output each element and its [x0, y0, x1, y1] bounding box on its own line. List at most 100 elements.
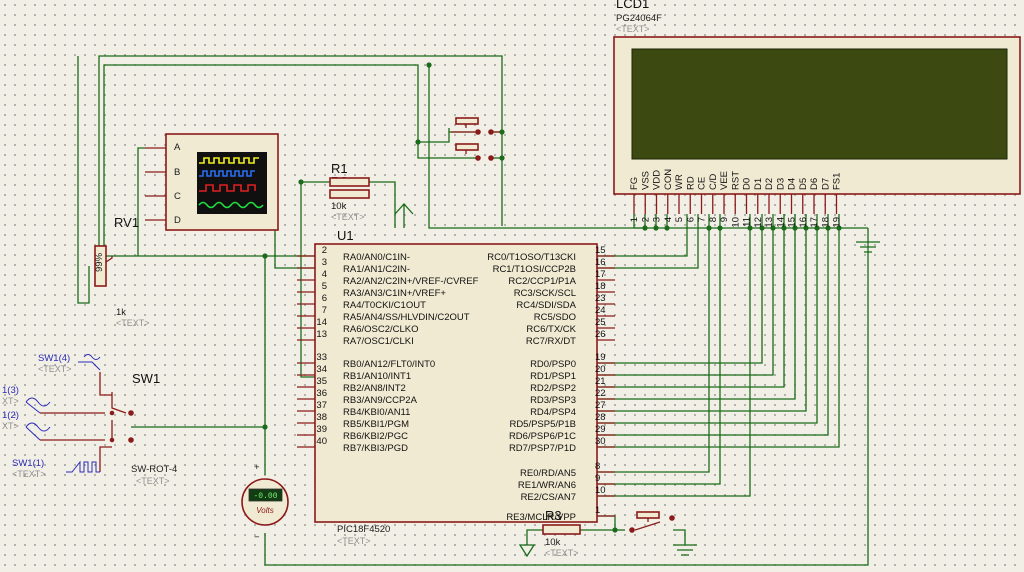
mcu-right-pin-label: RC5/SDO	[534, 312, 576, 323]
r2-value: 10k	[331, 201, 347, 212]
lcd-pin-number: 19	[832, 217, 843, 228]
mcu-right-pin-label: RD0/PSP0	[530, 359, 576, 370]
mcu-left-pin-number: 33	[316, 352, 327, 363]
lcd-pin-name: D0	[742, 178, 753, 190]
push-button-top[interactable]	[451, 117, 500, 135]
voltmeter-minus: −	[254, 532, 260, 543]
mcu-left-pin-label: RB1/AN10/INT1	[343, 371, 411, 382]
mcu-left-pin-label: RB7/KBI3/PGD	[343, 443, 408, 454]
mcu-left-pin-number: 6	[322, 293, 327, 304]
r1-body	[329, 177, 370, 187]
mcu-right-pin-number: 17	[595, 269, 606, 280]
sw1-component[interactable]: SW1 SW-ROT-4 <TEXT>	[40, 371, 177, 486]
scope-trace-d	[198, 201, 264, 209]
lcd-pin-number: 1	[629, 217, 640, 222]
mcu-right-pin-number: 29	[595, 424, 606, 435]
mcu-right-pin-label: RD1/PSP1	[530, 371, 576, 382]
mcu-left-pin-number: 7	[322, 305, 327, 316]
mcu-right-pin-number: 20	[595, 364, 606, 375]
lcd-pin-number: 18	[820, 217, 831, 228]
generator-placeholder-3: XT>	[2, 421, 19, 431]
ground-symbol-lcd	[856, 241, 880, 253]
generator-sw1-4[interactable]: SW1(4) <TEXT>	[38, 353, 101, 374]
mcu-right-pin-number: 19	[595, 352, 606, 363]
mcu-right-pin-number: 25	[595, 317, 606, 328]
voltmeter-component[interactable]: -0.00 Volts + −	[241, 462, 289, 543]
oscilloscope-component[interactable]: A B C D	[145, 133, 279, 231]
scope-trace-b	[199, 170, 255, 177]
lcd-model: PG24064F	[616, 13, 662, 24]
lcd-pin-name: WR	[674, 174, 685, 190]
lcd-pin-number: 16	[798, 217, 809, 228]
mcu-right-pin-label: RC1/T1OSI/CCP2B	[493, 264, 576, 275]
power-terminal-r2	[394, 203, 414, 228]
mcu-left-pin-number: 38	[316, 412, 327, 423]
rv1-component[interactable]: 99% RV1 1k <TEXT>	[94, 215, 150, 328]
push-button-middle[interactable]	[455, 143, 494, 161]
mcu-right-pin-number: 8	[595, 461, 600, 472]
scope-channel-d: D	[174, 215, 181, 226]
mcu-left-pin-number: 5	[322, 281, 327, 292]
mcu-left-pin-label: RA5/AN4/SS/HLVDIN/C2OUT	[343, 312, 470, 323]
lcd-pin-name: D6	[809, 178, 820, 190]
voltmeter-reading: -0.00	[253, 492, 277, 501]
generator-placeholder-1: <TEXT>	[38, 364, 72, 374]
mcu-text-placeholder: <TEXT>	[337, 536, 371, 546]
mcu-left-pin-label: RA7/OSC1/CLKI	[343, 336, 414, 347]
lcd-pin-name: RD	[685, 176, 696, 190]
mcu-right-pin-label: RE3/MCLR/VPP	[506, 512, 576, 523]
mcu-right-pin-label: RD5/PSP5/P1B	[509, 419, 576, 430]
mcu-left-pins: 2RA0/AN0/C1IN-3RA1/AN1/C2IN-4RA2/AN2/C2I…	[297, 245, 479, 454]
lcd-pin-number: 3	[652, 217, 663, 222]
generator-label-4: SW1(1)	[12, 458, 44, 469]
r3-text-placeholder: <TEXT>	[545, 548, 579, 558]
rv1-body	[94, 245, 107, 287]
lcd-pin-number: 10	[730, 217, 741, 228]
mcu-left-pin-label: RA1/AN1/C2IN-	[343, 264, 410, 275]
r3-component[interactable]: R3 10k <TEXT>	[542, 508, 581, 558]
mcu-left-pin-number: 40	[316, 436, 327, 447]
mcu-left-pin-label: RA2/AN2/C2IN+/VREF-/CVREF	[343, 276, 479, 287]
lcd-pin-number: 7	[697, 217, 708, 222]
generator-label-2: 1(3)	[2, 385, 19, 396]
mcu-right-pin-label: RC7/RX/DT	[526, 336, 576, 347]
sw1-text-placeholder: <TEXT>	[136, 476, 170, 486]
lcd-pin-number: 4	[663, 217, 674, 222]
mcu-left-pin-label: RB3/AN9/CCP2A	[343, 395, 418, 406]
mcu-right-pin-number: 10	[595, 485, 606, 496]
sw1-name: SW1	[132, 371, 160, 386]
mcu-right-pin-label: RC3/SCK/SCL	[514, 288, 576, 299]
mcu-left-pin-label: RB6/KBI2/PGC	[343, 431, 408, 442]
mcu-component[interactable]: U1 2RA0/AN0/C1IN-3RA1/AN1/C2IN-4RA2/AN2/…	[297, 228, 615, 546]
mcu-right-pin-number: 1	[595, 505, 600, 516]
r1-r2-component[interactable]: R1 R2 10k <TEXT>	[329, 161, 370, 222]
rv1-body-text: 99%	[94, 252, 105, 272]
mcu-right-pin-number: 23	[595, 293, 606, 304]
mcu-left-pin-label: RB0/AN12/FLT0/INT0	[343, 359, 435, 370]
mcu-right-pin-number: 26	[595, 329, 606, 340]
lcd-component[interactable]: LCD1 PG24064F <TEXT> FG1VSS2VDD3CON4WR5R…	[613, 0, 1021, 228]
mcu-name: U1	[337, 228, 354, 243]
lcd-pin-name: RST	[730, 171, 741, 190]
mcu-right-pin-label: RD6/PSP6/P1C	[509, 431, 576, 442]
reset-button[interactable]	[629, 511, 675, 533]
generator-label-3: 1(2)	[2, 410, 19, 421]
lcd-pin-name: D3	[775, 178, 786, 190]
r3-value: 10k	[545, 537, 561, 548]
lcd-pin-number: 2	[640, 217, 651, 222]
mcu-left-pin-number: 2	[322, 245, 327, 256]
lcd-pin-name: VDD	[652, 170, 663, 190]
mcu-left-pin-number: 39	[316, 424, 327, 435]
scope-channel-a: A	[174, 142, 181, 153]
generator-sw1-2[interactable]: 1(2) XT>	[2, 410, 51, 441]
mcu-right-pin-label: RC2/CCP1/P1A	[508, 276, 576, 287]
generator-sw1-3[interactable]: 1(3) XT>	[2, 385, 51, 414]
mcu-right-pin-label: RD4/PSP4	[530, 407, 576, 418]
generator-sw1-1[interactable]: SW1(1) <TEXT>	[12, 458, 100, 479]
mcu-right-pin-label: RD7/PSP7/P1D	[509, 443, 576, 454]
lcd-pin-name: C/D	[708, 174, 719, 191]
scope-channel-b: B	[174, 167, 180, 178]
lcd-pin-name: VSS	[640, 171, 651, 190]
lcd-pin-name: D1	[753, 178, 764, 190]
